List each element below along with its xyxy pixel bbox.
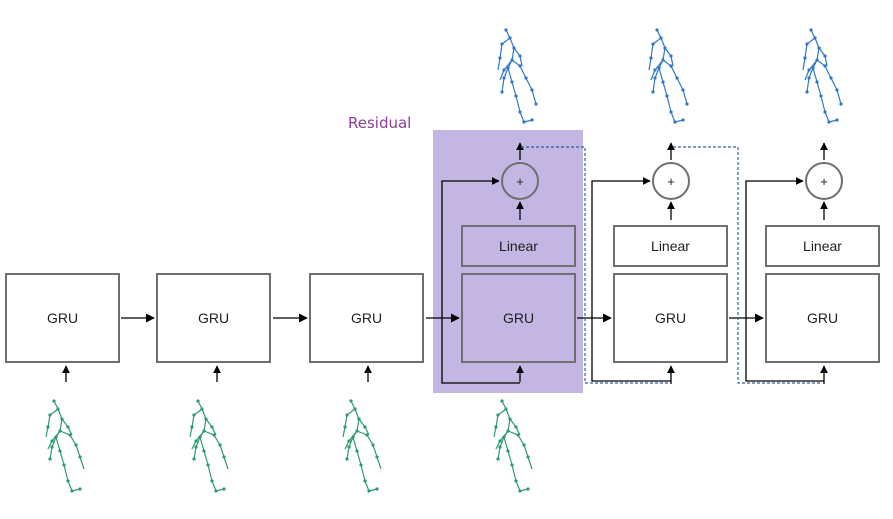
gru-label: GRU (655, 310, 686, 326)
gru-label: GRU (503, 310, 534, 326)
plus-circle-icon: + (516, 174, 524, 189)
decoder-vertical-arrows (516, 142, 828, 220)
plus-circle-icon: + (820, 174, 828, 189)
input-arrows (62, 365, 524, 382)
decoder-linear-1: Linear (461, 225, 576, 267)
gru-label: GRU (198, 310, 229, 326)
linear-label: Linear (651, 238, 690, 254)
input-pose-4 (493, 398, 533, 494)
gru-label: GRU (351, 310, 382, 326)
output-pose-3 (802, 27, 844, 125)
decoder-linear-3: Linear (765, 225, 880, 267)
gru-label: GRU (807, 310, 838, 326)
decoder-adder-3: + (805, 162, 843, 200)
decoder-gru-3: GRU (765, 273, 880, 363)
decoder-gru-2: GRU (613, 273, 728, 363)
input-pose-1 (45, 398, 85, 494)
encoder-gru-2: GRU (156, 273, 271, 363)
plus-circle-icon: + (667, 174, 675, 189)
decoder-adder-2: + (652, 162, 690, 200)
input-pose-2 (189, 398, 229, 494)
feedback-dashed-lines (521, 146, 822, 384)
output-pose-1 (497, 27, 539, 125)
encoder-gru-1: GRU (5, 273, 120, 363)
feedback-arrows (667, 365, 828, 384)
encoder-gru-3: GRU (309, 273, 424, 363)
linear-label: Linear (499, 238, 538, 254)
decoder-adder-1: + (501, 162, 539, 200)
gru-label: GRU (47, 310, 78, 326)
linear-label: Linear (803, 238, 842, 254)
decoder-linear-2: Linear (613, 225, 728, 267)
residual-label: Residual (348, 114, 411, 132)
output-pose-2 (648, 27, 690, 125)
input-pose-3 (342, 398, 382, 494)
residual-skip-lines (441, 177, 824, 384)
decoder-gru-1: GRU (461, 273, 576, 363)
